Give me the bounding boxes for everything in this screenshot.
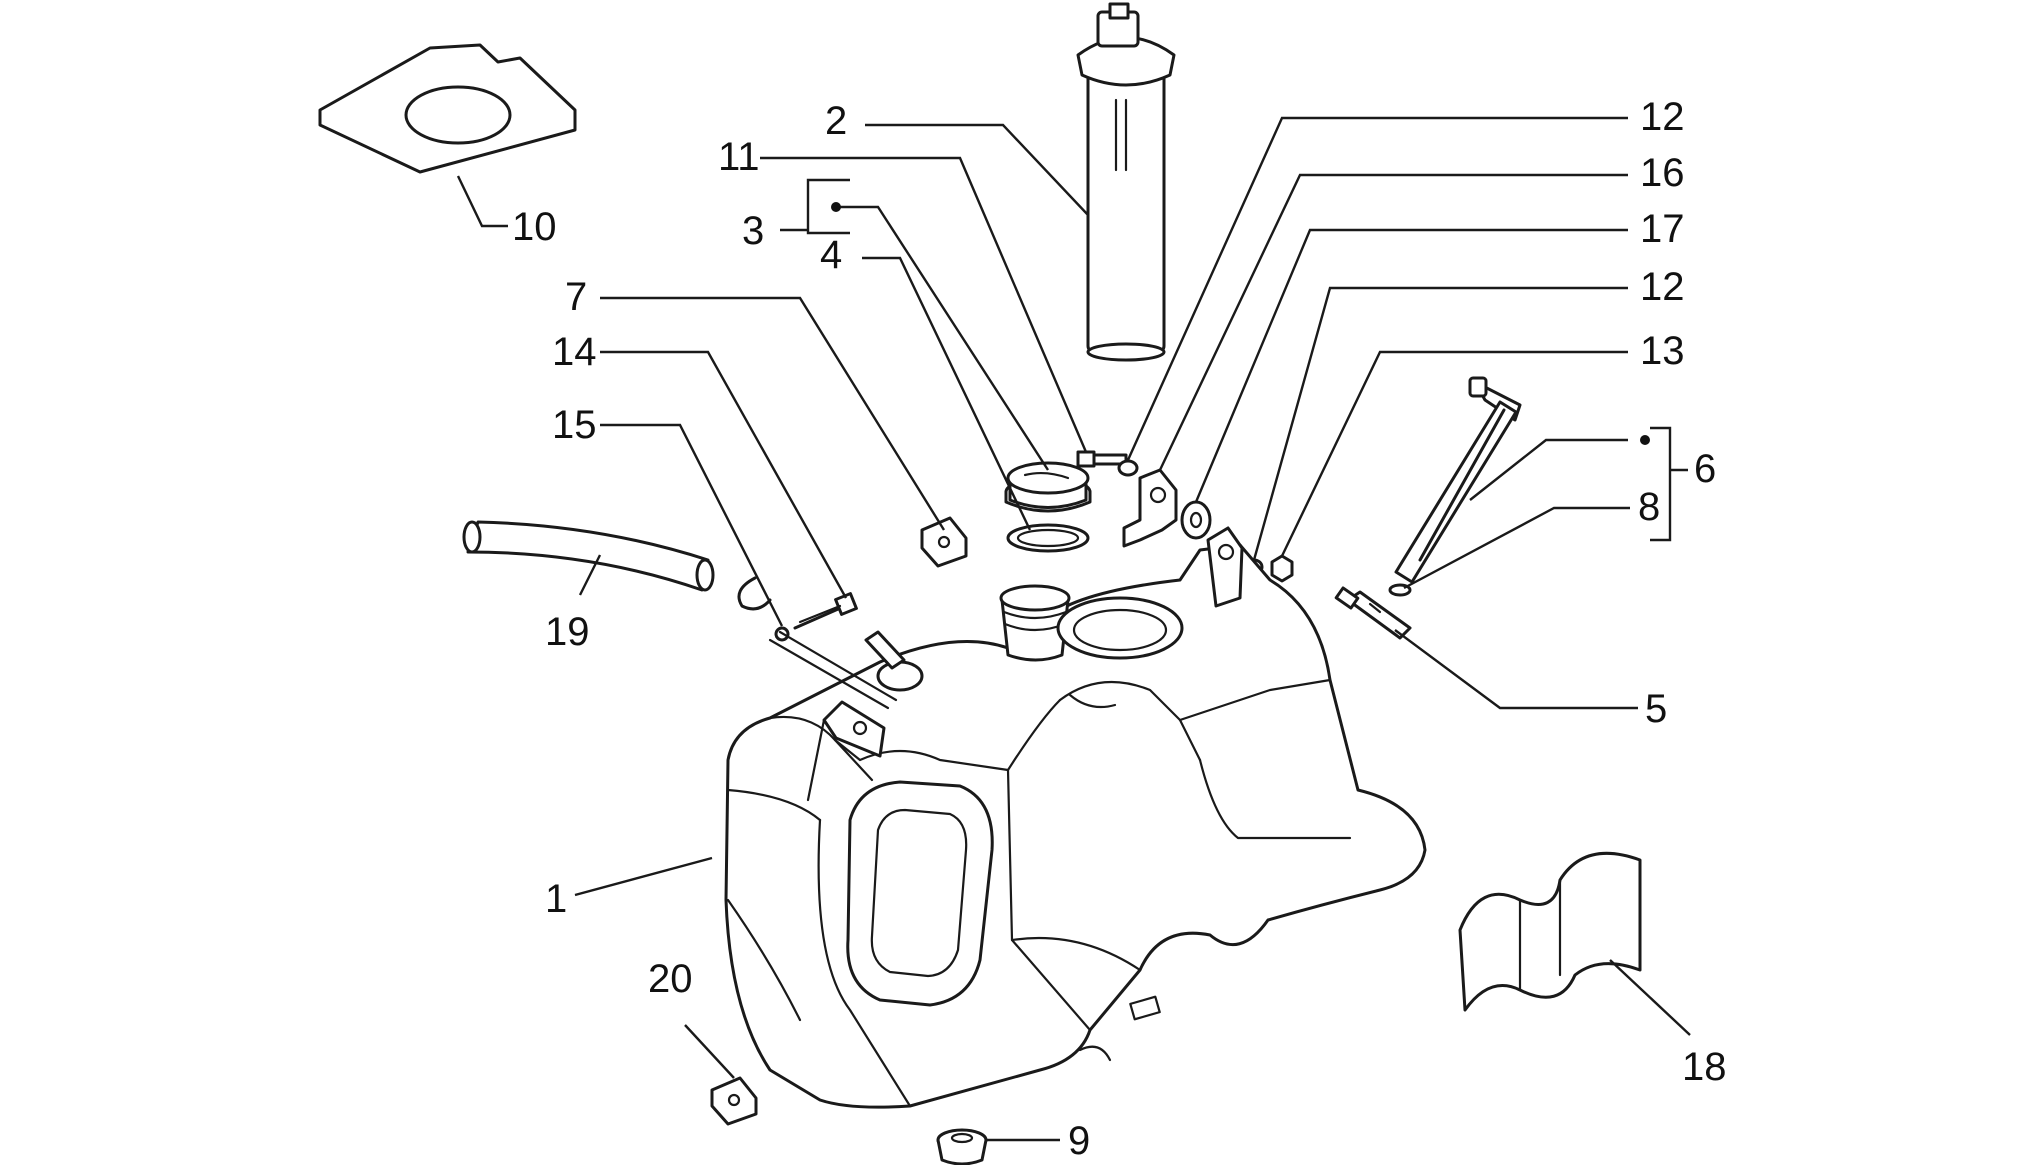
- leader-15: [600, 423, 784, 627]
- leader-16: [1158, 173, 1628, 471]
- part-15-clamp: [737, 576, 772, 611]
- callout-1: 1: [545, 877, 567, 921]
- callout-16: 16: [1640, 151, 1685, 195]
- leader-20: [684, 1024, 735, 1079]
- part-17-washer: [1180, 500, 1212, 540]
- part-13-nut: [1270, 554, 1294, 583]
- leader-2: [865, 123, 1089, 216]
- part-18-heat-shield: [1458, 851, 1642, 1012]
- callout-15: 15: [552, 403, 597, 447]
- part-10-pad: [318, 43, 577, 174]
- part-7-clip: [920, 516, 968, 568]
- part-5-valve: [1334, 586, 1412, 640]
- leader-18: [1609, 959, 1691, 1036]
- leader-13: [1280, 350, 1628, 557]
- part-20-clip: [710, 1076, 758, 1126]
- part-2-level-sender: [1076, 2, 1176, 362]
- part-14-screw: [793, 592, 858, 630]
- leader-8: [1403, 506, 1630, 590]
- callout-12a: 12: [1640, 95, 1685, 139]
- leader-11: [760, 156, 1088, 453]
- bullet-6: [1640, 435, 1650, 445]
- part-3-fuel-cap: [1004, 461, 1092, 513]
- callout-2: 2: [825, 99, 847, 143]
- leader-12b: [1252, 286, 1628, 561]
- leader-6-bracket: [1650, 426, 1672, 542]
- leader-10: [456, 175, 508, 228]
- callout-7: 7: [565, 275, 587, 319]
- part-6-filter: [1394, 376, 1522, 584]
- callout-18: 18: [1682, 1045, 1727, 1089]
- leader-3-bracket: [806, 178, 850, 235]
- callout-19: 19: [545, 610, 590, 654]
- leader-14: [600, 350, 848, 599]
- leader-3-arrow: [835, 205, 1050, 471]
- callout-9: 9: [1068, 1119, 1090, 1163]
- callout-20: 20: [648, 957, 693, 1001]
- part-16-bracket: [1122, 468, 1178, 548]
- part-12-washer-a: [1117, 459, 1139, 477]
- leader-1: [574, 856, 713, 897]
- part-9-grommet: [936, 1128, 988, 1165]
- callout-8: 8: [1638, 485, 1660, 529]
- part-19-hose: [462, 520, 715, 592]
- leader-7: [600, 296, 946, 531]
- leader-17: [1194, 228, 1628, 503]
- leader-19: [578, 554, 602, 596]
- callout-10: 10: [512, 205, 557, 249]
- leader-12a: [1126, 116, 1628, 461]
- callout-12b: 12: [1640, 265, 1685, 309]
- leader-4: [862, 256, 1032, 531]
- leader-6-arrow: [1469, 438, 1628, 501]
- leader-5: [1394, 629, 1638, 710]
- bullet-3: [831, 202, 841, 212]
- callout-3: 3: [742, 209, 764, 253]
- callout-11: 11: [718, 135, 760, 179]
- callout-6: 6: [1694, 447, 1716, 491]
- part-4-gasket: [1006, 523, 1090, 553]
- callout-13: 13: [1640, 329, 1685, 373]
- callout-labels: 1 2 3 4 5 6 7 8 9 10 11 12 12 13 14 15 1…: [512, 95, 1727, 1163]
- callout-5: 5: [1645, 687, 1667, 731]
- callout-14: 14: [552, 330, 597, 374]
- callout-4: 4: [820, 233, 842, 277]
- part-1-fuel-tank: [724, 526, 1427, 1109]
- callout-17: 17: [1640, 207, 1685, 251]
- leader-lines: [456, 116, 1691, 1142]
- part-11-bolt: [1076, 450, 1128, 468]
